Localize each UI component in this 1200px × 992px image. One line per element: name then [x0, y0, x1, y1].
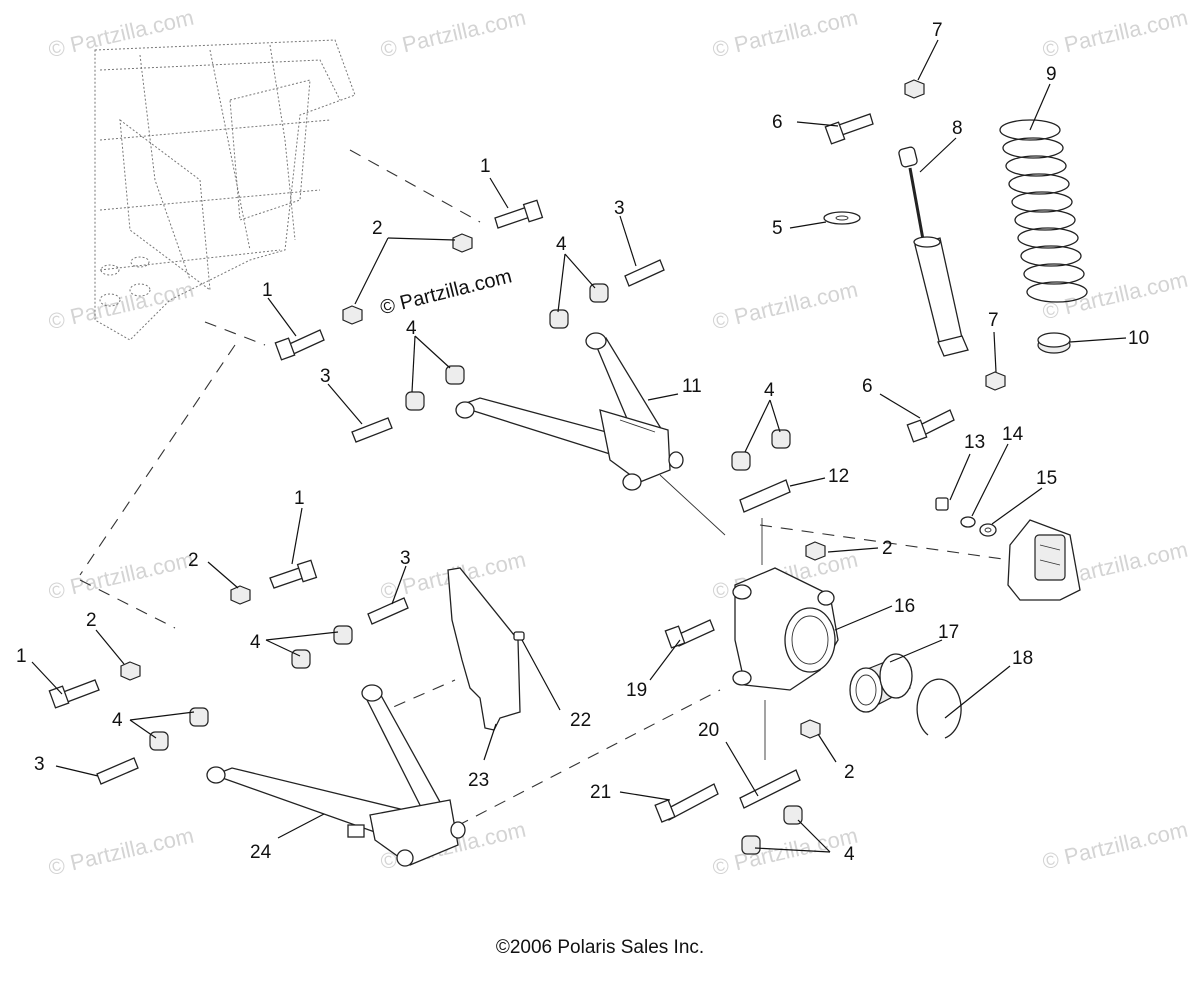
callout-20: 20: [698, 720, 719, 741]
shock-absorber: [898, 146, 969, 357]
upper-a-arm: [455, 332, 684, 491]
washer-5: [823, 211, 861, 225]
callout-2: 2: [372, 218, 383, 239]
bolts: [48, 113, 955, 823]
callout-11: 11: [682, 376, 702, 397]
callout-4: 4: [250, 632, 261, 653]
callout-3: 3: [614, 198, 625, 219]
callout-2: 2: [844, 762, 855, 783]
callout-4: 4: [406, 318, 417, 339]
callout-4: 4: [112, 710, 123, 731]
callout-4: 4: [556, 234, 567, 255]
brake-caliper: [1007, 519, 1081, 601]
callout-18: 18: [1012, 648, 1033, 669]
callout-2: 2: [86, 610, 97, 631]
callout-3: 3: [400, 548, 411, 569]
callout-21: 21: [590, 782, 611, 803]
callout-1: 1: [480, 156, 491, 177]
snap-ring: [916, 678, 962, 739]
spring-retainer: [1037, 332, 1071, 354]
callouts: 1 2 1 3 4 3 4 11 4 12 6 7 8 9 5 10 7 6 1…: [16, 20, 1149, 865]
nuts: [120, 79, 1006, 739]
callout-15: 15: [1036, 468, 1057, 489]
callout-19: 19: [626, 680, 647, 701]
callout-14: 14: [1002, 424, 1024, 445]
leader-lines: [31, 39, 1127, 853]
callout-1: 1: [294, 488, 305, 509]
callout-1: 1: [16, 646, 27, 667]
bushings: [149, 283, 803, 855]
callout-7: 7: [932, 20, 943, 41]
sleeves: [96, 259, 801, 809]
callout-6: 6: [862, 376, 873, 397]
callout-7: 7: [988, 310, 999, 331]
callout-13: 13: [964, 432, 985, 453]
callout-16: 16: [894, 596, 915, 617]
callout-24: 24: [250, 842, 272, 863]
callout-3: 3: [320, 366, 331, 387]
copyright-text: ©2006 Polaris Sales Inc.: [495, 937, 705, 958]
callout-8: 8: [952, 118, 963, 139]
callout-10: 10: [1128, 328, 1149, 349]
callout-23: 23: [468, 770, 489, 791]
callout-9: 9: [1046, 64, 1057, 85]
lower-a-arm: [206, 684, 466, 867]
callout-2: 2: [188, 550, 199, 571]
guard-plate: [447, 567, 521, 731]
callout-17: 17: [938, 622, 959, 643]
assembly-lines: [79, 149, 1011, 846]
callout-4: 4: [844, 844, 855, 865]
callout-2: 2: [882, 538, 893, 559]
callout-1: 1: [262, 280, 273, 301]
callout-12: 12: [828, 466, 849, 487]
callout-22: 22: [570, 710, 591, 731]
callout-3: 3: [34, 754, 45, 775]
bearing-carrier: [732, 567, 839, 691]
chassis-frame: [94, 39, 356, 341]
callout-5: 5: [772, 218, 783, 239]
callout-4: 4: [764, 380, 775, 401]
coil-spring: [999, 119, 1088, 303]
callout-6: 6: [772, 112, 783, 133]
wheel-bearing: [849, 653, 913, 713]
